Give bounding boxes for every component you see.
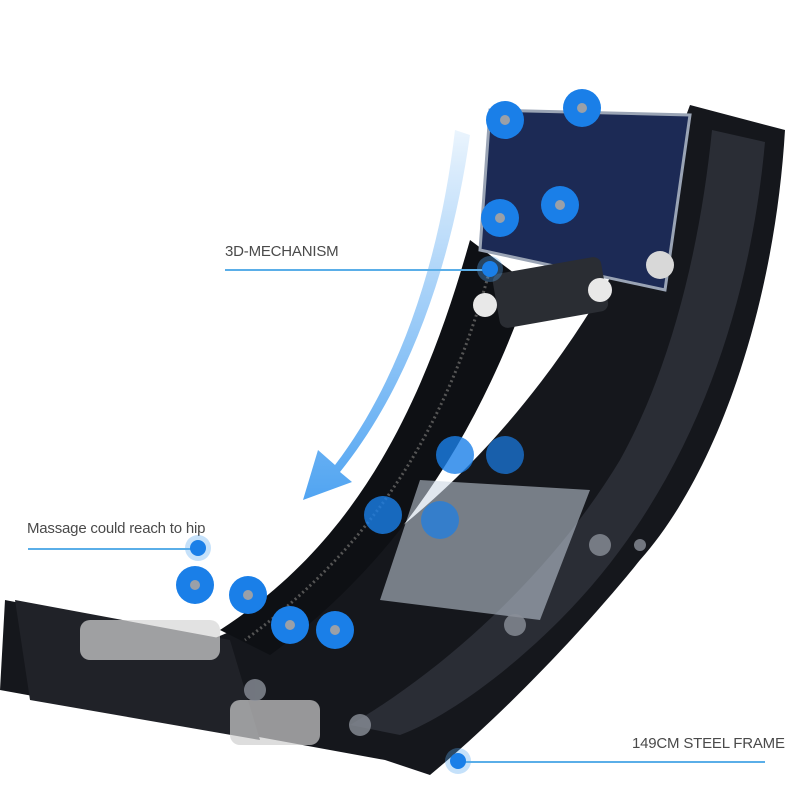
mechanism-plate xyxy=(478,108,692,292)
frame-bolts xyxy=(244,534,646,736)
callout-line-mechanism xyxy=(225,269,487,271)
rail-gear-teeth xyxy=(244,261,494,642)
callout-line-hip xyxy=(28,548,193,550)
frame-inner-edge xyxy=(350,130,765,735)
label-hip-massage: Massage could reach to hip xyxy=(27,520,206,537)
label-steel-frame: 149CM STEEL FRAME xyxy=(632,735,785,752)
callout-dot-mechanism xyxy=(482,261,498,277)
mechanism-motor xyxy=(492,257,609,328)
label-3d-mechanism: 3D-MECHANISM xyxy=(225,243,339,260)
roller-rail xyxy=(220,240,530,655)
motion-arrow-icon xyxy=(303,130,470,500)
callout-line-frame xyxy=(465,761,765,763)
callout-dot-frame xyxy=(450,753,466,769)
callout-dot-hip xyxy=(190,540,206,556)
steel-frame xyxy=(0,105,785,775)
